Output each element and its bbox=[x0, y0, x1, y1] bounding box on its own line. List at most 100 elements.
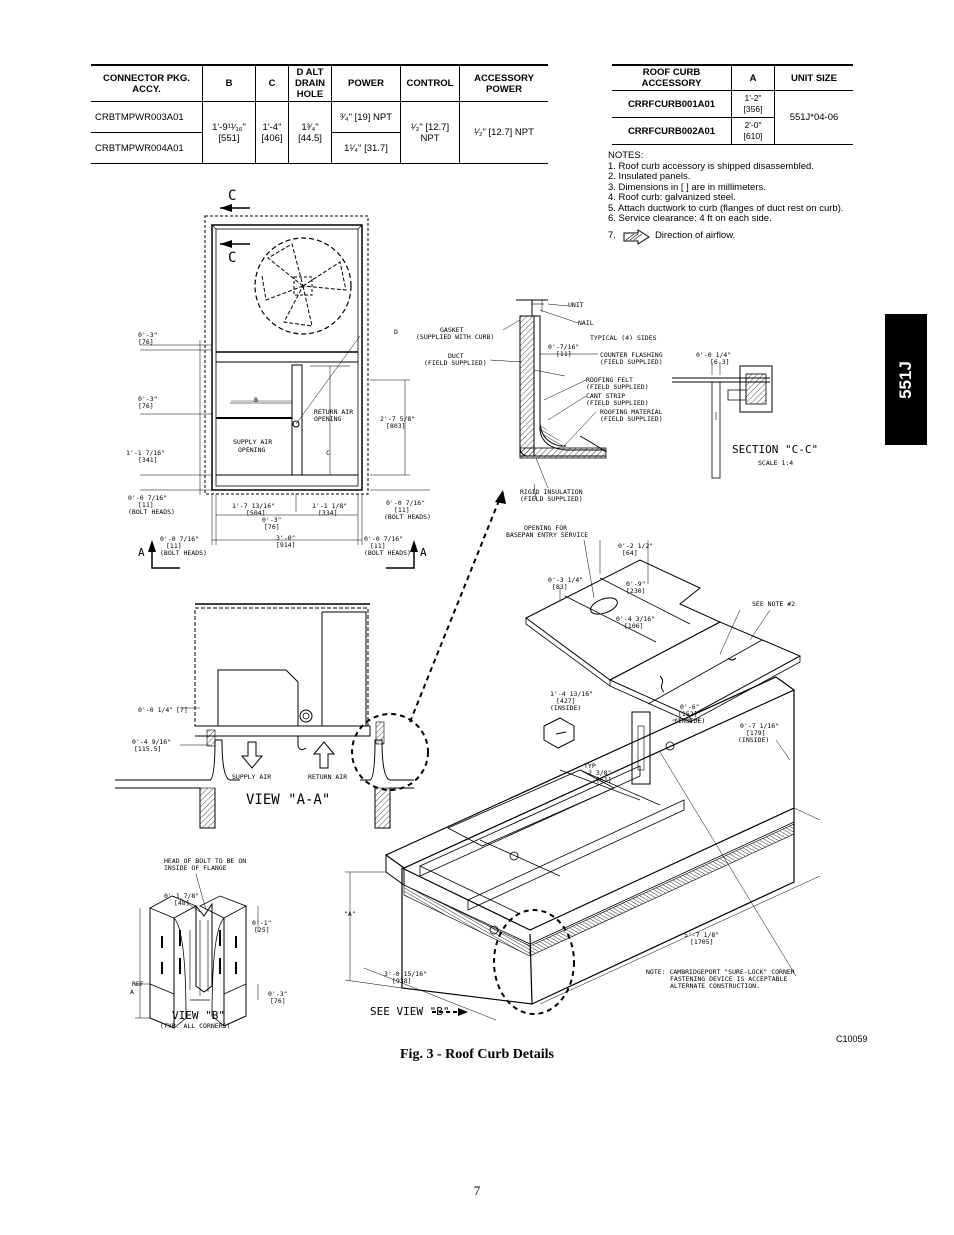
dimension: [427] bbox=[556, 697, 576, 705]
dimension: [76] bbox=[138, 402, 154, 410]
dimension: [938] bbox=[392, 977, 412, 985]
see-view-b-label: SEE VIEW "B" bbox=[370, 1005, 449, 1018]
gasket-label: GASKET bbox=[440, 326, 464, 334]
dimension: 0'-0 7/16" bbox=[386, 499, 425, 507]
see-note-2-label: SEE NOTE #2 bbox=[752, 600, 795, 608]
dimension: 0'-0 7/16" bbox=[128, 494, 167, 502]
roofing-material-label: ROOFING MATERIAL bbox=[600, 408, 663, 416]
dimension: 1'-1 7/16" bbox=[126, 449, 165, 457]
detail-callout-circle bbox=[351, 713, 429, 791]
head-bolt-note: HEAD OF BOLT TO BE ON bbox=[164, 857, 246, 865]
bolt-heads-label: (BOLT HEADS) bbox=[384, 513, 431, 521]
dimension: 0'-1 7/8" bbox=[164, 892, 199, 900]
dimension: [334] bbox=[318, 509, 338, 517]
dimension: [914] bbox=[276, 541, 296, 549]
connector-table: CONNECTOR PKG. ACCY. B C D ALT DRAIN HOL… bbox=[91, 64, 548, 164]
basepan-opening-label: BASEPAN ENTRY SERVICE bbox=[506, 531, 588, 539]
cambridgeport-note: NOTE: CAMBRIDGEPORT "SURE-LOCK" CORNER bbox=[646, 968, 795, 976]
duct-label: (FIELD SUPPLIED) bbox=[424, 359, 487, 367]
col-a: A bbox=[731, 65, 775, 91]
dim-d-label: D bbox=[394, 328, 398, 336]
dimension: [341] bbox=[138, 456, 158, 464]
note-item: 2. Insulated panels. bbox=[608, 171, 691, 182]
dimension: [230] bbox=[626, 587, 646, 595]
dimension: 0'-0 1/4" bbox=[696, 351, 731, 359]
dimension: [76] bbox=[270, 997, 286, 1005]
typ-label: TYP bbox=[584, 762, 596, 770]
col-c: C bbox=[255, 65, 289, 102]
col-power: POWER bbox=[331, 65, 401, 102]
unit-label: UNIT bbox=[568, 301, 584, 309]
inside-label: (INSIDE) bbox=[550, 704, 581, 712]
a-value: 1'-2" [356] bbox=[731, 90, 775, 118]
plan-view bbox=[140, 207, 430, 569]
dimension: 0'-4 9/16" bbox=[132, 738, 171, 746]
dimension: 3'-0 15/16" bbox=[384, 970, 427, 978]
cant-strip-label: CANT STRIP bbox=[586, 392, 625, 400]
cambridgeport-note: FASTENING DEVICE IS ACCEPTABLE bbox=[670, 975, 787, 983]
note-item: 1. Roof curb accessory is shipped disass… bbox=[608, 160, 814, 172]
detail-callout-circle bbox=[493, 909, 575, 1015]
dim-c-label: C bbox=[326, 449, 330, 457]
dimension: 5'-7 1/8" bbox=[684, 931, 719, 939]
return-air-opening-label: RETURN AIR bbox=[314, 408, 353, 416]
col-control: CONTROL bbox=[400, 65, 460, 102]
dimension: 0'-0 7/16" bbox=[160, 535, 199, 543]
rigid-insulation-label: RIGID INSULATION bbox=[520, 488, 583, 496]
dim-a-label: A bbox=[130, 988, 134, 996]
roof-curb-drawing: C C A A B D C RETURN AIR OPENING SUPPLY … bbox=[115, 188, 821, 1030]
dimension: [76] bbox=[264, 523, 280, 531]
col-d: D ALT DRAIN HOLE bbox=[288, 65, 332, 102]
dimension: 0'-6" bbox=[680, 703, 700, 711]
power-value: ³⁄₄" [19] NPT bbox=[331, 101, 401, 133]
gasket-label: (SUPPLIED WITH CURB) bbox=[416, 333, 494, 341]
dimension: 0'-3" bbox=[262, 516, 282, 524]
notes-title: NOTES: bbox=[608, 150, 644, 161]
col-accessory: ROOF CURB ACCESSORY bbox=[612, 65, 732, 91]
dimension: [11] bbox=[394, 506, 410, 514]
section-a-label: A bbox=[138, 546, 145, 559]
dim-a-label: "A" bbox=[344, 910, 356, 918]
view-b bbox=[135, 873, 259, 1029]
accessory-power-value: ¹⁄₂" [12.7] NPT bbox=[459, 101, 548, 164]
bolt-heads-label: (BOLT HEADS) bbox=[364, 549, 411, 557]
col-connector: CONNECTOR PKG. ACCY. bbox=[91, 65, 203, 102]
unit-size: 551J*04-06 bbox=[774, 90, 853, 145]
typical-label: TYPICAL (4) SIDES bbox=[590, 334, 657, 342]
view-aa bbox=[115, 603, 414, 829]
roofing-felt-label: ROOFING FELT bbox=[586, 376, 633, 384]
callout-arrowhead bbox=[458, 1008, 468, 1016]
nail-label: NAIL bbox=[578, 319, 594, 327]
section-c-label: C bbox=[228, 250, 236, 266]
dimension: [6.3] bbox=[710, 358, 730, 366]
dim-b-label: B bbox=[254, 396, 258, 404]
return-air-label: RETURN AIR bbox=[308, 773, 347, 781]
dimension: 0'-4 3/16" bbox=[616, 615, 655, 623]
curb-table: ROOF CURB ACCESSORY A UNIT SIZE CRRFCURB… bbox=[612, 64, 853, 145]
dimension: 1'-4 13/16" bbox=[550, 690, 593, 698]
callout-leader bbox=[409, 497, 501, 723]
accessory-model: CRRFCURB001A01 bbox=[612, 90, 732, 118]
duct-label: DUCT bbox=[448, 352, 464, 360]
dimension: [83] bbox=[552, 583, 568, 591]
note-7-text: Direction of airflow. bbox=[654, 230, 736, 242]
bolt-heads-label: (BOLT HEADS) bbox=[128, 508, 175, 516]
dimension: [106] bbox=[624, 622, 644, 630]
cant-strip-label: (FIELD SUPPLIED) bbox=[586, 399, 649, 407]
a-value: 2'-0" [610] bbox=[731, 117, 775, 145]
roofing-felt-label: (FIELD SUPPLIED) bbox=[586, 383, 649, 391]
connector-model: CRBTMPWR004A01 bbox=[95, 142, 184, 154]
supply-air-opening-label: SUPPLY AIR bbox=[233, 438, 272, 446]
ref-label: REF bbox=[132, 980, 144, 988]
dimension: [76] bbox=[138, 338, 154, 346]
dimension: [61] bbox=[596, 776, 612, 784]
dimension: [1705] bbox=[690, 938, 713, 946]
figure-caption: Fig. 3 - Roof Curb Details bbox=[400, 1047, 554, 1062]
section-a-label: A bbox=[420, 546, 427, 559]
col-unit-size: UNIT SIZE bbox=[774, 65, 853, 91]
dimension: [11] bbox=[370, 542, 386, 550]
page-number: 7 bbox=[473, 1183, 481, 1198]
section-cc bbox=[672, 362, 773, 479]
dimension: 0'-7/16" bbox=[548, 343, 579, 351]
dimension: [11] bbox=[138, 501, 154, 509]
